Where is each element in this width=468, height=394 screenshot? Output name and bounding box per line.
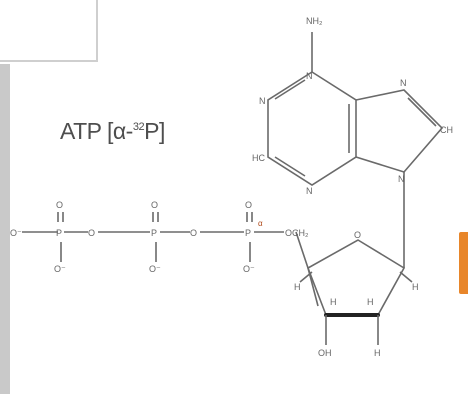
label-o-bridge1: O [88, 228, 95, 238]
label-h2: H [367, 297, 374, 307]
label-ribose-o: O [354, 230, 361, 240]
label-och2: OCH₂ [285, 228, 309, 238]
corner-frame [0, 0, 98, 62]
label-o-beta-bottom: O⁻ [149, 264, 161, 274]
label-o-gamma-top: O [56, 200, 63, 210]
orange-side-tab[interactable] [459, 232, 468, 294]
label-ch8: CH [440, 125, 453, 135]
label-n3: N [306, 186, 313, 196]
imidazole-ring [355, 89, 444, 173]
label-nh2: NH₂ [306, 16, 323, 26]
bond-c5 [295, 231, 309, 269]
label-n9: N [398, 174, 405, 184]
label-o-bridge2: O [190, 228, 197, 238]
pyrimidine-ring [267, 71, 357, 186]
label-hc2: HC [252, 153, 265, 163]
label-o-terminal: O⁻ [10, 228, 22, 238]
molecule-title: ATP [α-32P] [60, 118, 165, 144]
label-h4: H [294, 282, 301, 292]
ribose-ring [307, 239, 406, 316]
label-c6: N [306, 71, 313, 81]
left-scroll-strip [0, 64, 10, 394]
label-h3: H [330, 297, 337, 307]
label-h1: H [412, 282, 419, 292]
label-alpha-marker: α [258, 219, 263, 228]
label-oh3: OH [318, 348, 332, 358]
label-n7: N [400, 78, 407, 88]
label-p-gamma: P [56, 228, 62, 238]
label-o-beta-top: O [151, 200, 158, 210]
label-h2b: H [374, 348, 381, 358]
label-n1: N [259, 96, 266, 106]
label-o-alpha-bottom: O⁻ [243, 264, 255, 274]
label-p-beta: P [151, 228, 157, 238]
label-o-gamma-bottom: O⁻ [54, 264, 66, 274]
label-o-alpha-top: O [245, 200, 252, 210]
label-p-alpha: P [245, 228, 251, 238]
